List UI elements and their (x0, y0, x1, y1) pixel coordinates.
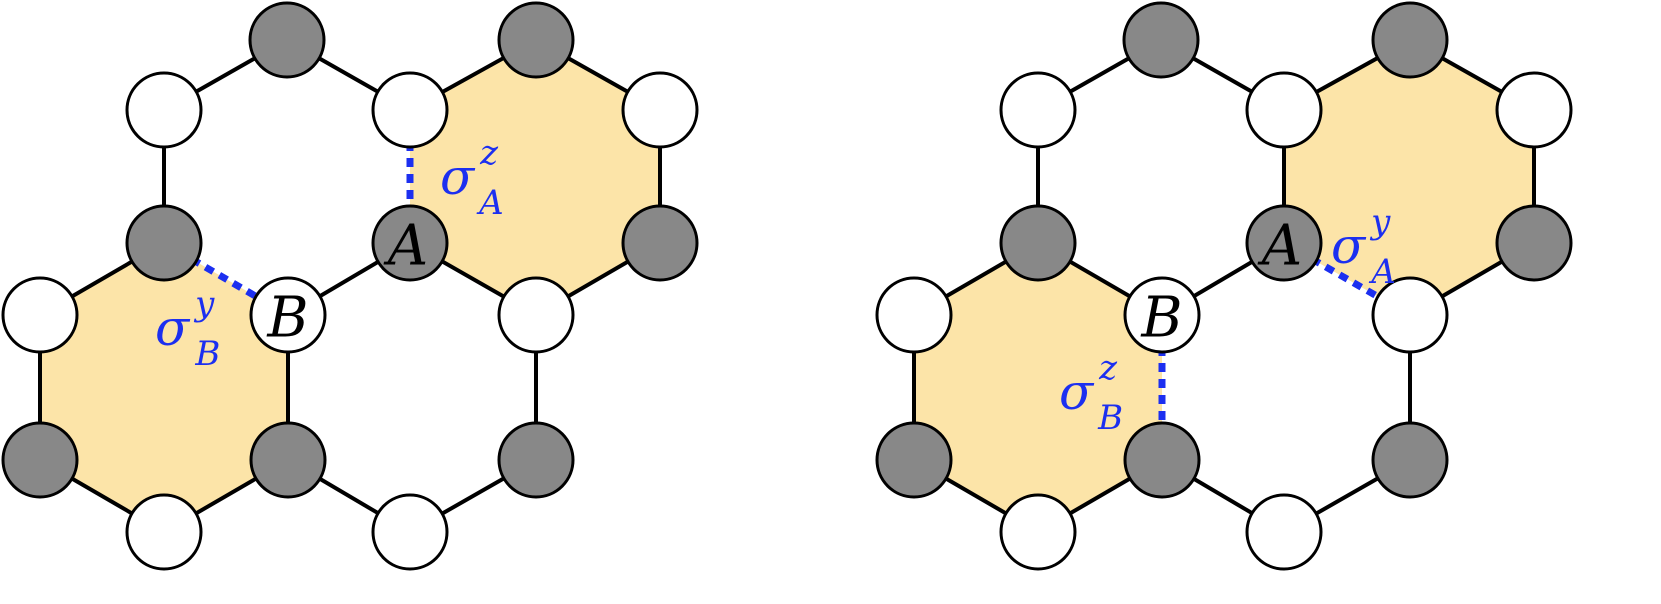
site-filled (248, 1, 326, 79)
site-empty (1495, 71, 1573, 149)
site-label-B: B (266, 286, 308, 351)
site-filled (999, 204, 1077, 282)
site-empty (1245, 493, 1323, 571)
site-empty (497, 276, 575, 354)
sigma-symbol: σ (1059, 363, 1095, 421)
site-empty (1245, 71, 1323, 149)
site-A (1245, 204, 1323, 282)
sigma-superscript: z (479, 133, 499, 173)
sites (875, 1, 1573, 571)
sigma-symbol: σ (440, 148, 476, 206)
site-empty (621, 71, 699, 149)
site-empty (125, 493, 203, 571)
plaquette-upper-right (1284, 38, 1534, 315)
site-filled (125, 204, 203, 282)
site-filled (1371, 1, 1449, 79)
site-B (1123, 276, 1201, 354)
sigma-symbol: σ (155, 299, 191, 357)
site-filled (1122, 1, 1200, 79)
site-empty (999, 493, 1077, 571)
site-label-A: A (1257, 214, 1302, 279)
sigma-subscript: B (194, 334, 220, 374)
site-filled (1371, 421, 1449, 499)
site-empty (1371, 276, 1449, 354)
site-empty (125, 71, 203, 149)
site-filled (497, 1, 575, 79)
site-filled (1123, 421, 1201, 499)
site-empty (999, 71, 1077, 149)
site-filled (249, 421, 327, 499)
plaquette-upper-right (410, 38, 660, 315)
site-A (371, 204, 449, 282)
sigma-subscript: B (1097, 398, 1123, 438)
site-filled (875, 421, 953, 499)
site-filled (1495, 204, 1573, 282)
sites (1, 1, 699, 571)
shaded-plaquettes (40, 38, 660, 532)
site-empty (371, 71, 449, 149)
site-filled (497, 421, 575, 499)
site-empty (371, 493, 449, 571)
site-filled (1, 421, 79, 499)
sigma-superscript: z (1098, 348, 1118, 388)
sigma-symbol: σ (1331, 217, 1367, 275)
site-label-B: B (1140, 286, 1182, 351)
site-B (249, 276, 327, 354)
site-empty (875, 276, 953, 354)
sigma-superscript: y (193, 284, 215, 324)
sigma-superscript: y (1369, 202, 1391, 242)
site-empty (1, 276, 79, 354)
plaquette-lower-left (914, 243, 1162, 532)
plaquette-lower-left (40, 243, 288, 532)
sigma-subscript: A (1368, 252, 1396, 292)
shaded-plaquettes (914, 38, 1534, 532)
site-label-A: A (383, 214, 428, 279)
sigma-subscript: A (476, 183, 504, 223)
site-filled (621, 204, 699, 282)
